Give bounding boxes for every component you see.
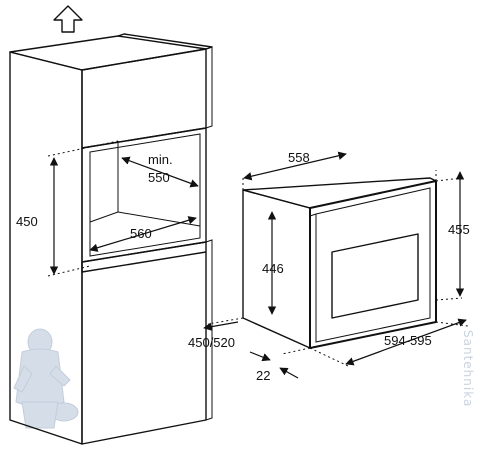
niche-width-dimension: min. 550: [121, 152, 199, 188]
oven-body-height-dimension: 446: [262, 211, 284, 315]
front-offset-dimension: 22: [249, 351, 299, 383]
oven-height-dimension: 455: [448, 171, 470, 297]
oven-body-height-label: 446: [262, 261, 284, 276]
front-offset-label: 22: [256, 368, 270, 383]
front-depth-label: 450/520: [188, 335, 235, 350]
watermark: Santehnika: [461, 330, 475, 407]
oven-width-label: 558: [288, 150, 310, 165]
oven-width-dimension: 558: [243, 150, 347, 181]
niche-depth-label: 560: [130, 226, 152, 241]
oven-height-label: 455: [448, 222, 470, 237]
up-arrow-icon: [53, 5, 83, 33]
front-width-dimension: 594-595: [345, 318, 467, 366]
niche-width-label: 550: [148, 170, 170, 185]
watermark-text: Santehnika: [461, 330, 475, 407]
niche-depth-dimension: 560: [89, 216, 197, 252]
front-depth-dimension: 450/520: [188, 321, 239, 350]
niche-height-label: 450: [16, 214, 38, 229]
min-label: min.: [148, 152, 173, 167]
plumber-mascot-icon: [13, 328, 79, 429]
niche-height-dimension: 450: [16, 157, 59, 275]
front-width-label: 594-595: [384, 333, 432, 348]
